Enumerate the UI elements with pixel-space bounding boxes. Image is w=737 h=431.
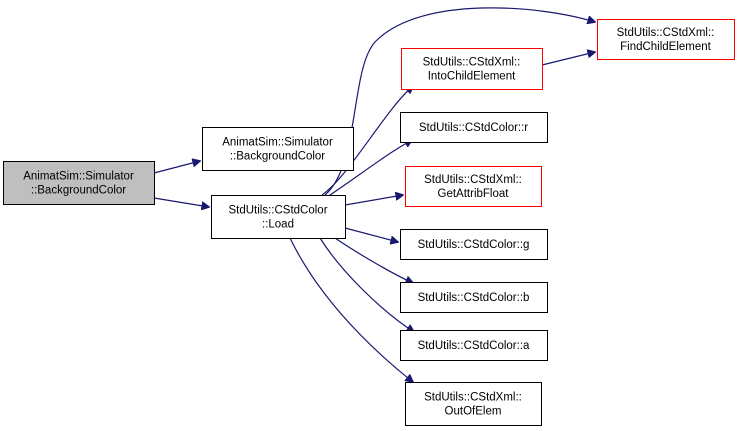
node-label-line: GetAttribFloat [438, 188, 510, 200]
node-label-line: StdUtils::CStdColor::b [418, 292, 530, 304]
node-get_attrib[interactable]: StdUtils::CStdXml::GetAttribFloat [405, 166, 542, 207]
edge-load-to-color_r [329, 140, 412, 196]
nodes-layer: AnimatSim::Simulator::BackgroundColorAni… [3, 19, 735, 426]
node-box [400, 330, 548, 361]
node-label-line: IntoChildElement [428, 71, 516, 83]
node-label-line: StdUtils::CStdColor::r [419, 122, 528, 134]
edge-load-to-into_child [321, 86, 413, 196]
node-root: AnimatSim::Simulator::BackgroundColor [3, 161, 155, 205]
edge-root-to-load [153, 197, 209, 207]
node-color_r[interactable]: StdUtils::CStdColor::r [400, 112, 548, 143]
node-label-line: AnimatSim::Simulator [222, 137, 333, 149]
node-load[interactable]: StdUtils::CStdColor::Load [211, 195, 346, 239]
node-box [597, 19, 735, 60]
node-box [400, 282, 548, 313]
edge-load-to-out_of_elem [289, 237, 413, 382]
node-find_child[interactable]: StdUtils::CStdXml::FindChildElement [597, 19, 735, 60]
edge-load-to-color_a [319, 237, 414, 332]
node-box [202, 127, 354, 171]
node-label-line: ::BackgroundColor [230, 151, 325, 163]
node-box [401, 48, 543, 90]
edge-load-to-color_g [344, 227, 398, 242]
node-box [3, 161, 155, 205]
edge-load-to-get_attrib [344, 195, 403, 206]
node-label-line: FindChildElement [620, 41, 712, 53]
node-label-line: ::BackgroundColor [31, 185, 126, 197]
node-box [405, 166, 542, 207]
node-box [400, 229, 548, 260]
node-box [211, 195, 346, 239]
node-label-line: AnimatSim::Simulator [23, 171, 134, 183]
edge-load-to-color_b [334, 237, 413, 283]
node-label-line: StdUtils::CStdXml:: [424, 174, 522, 186]
node-color_a[interactable]: StdUtils::CStdColor::a [400, 330, 548, 361]
node-label-line: StdUtils::CStdXml:: [424, 392, 522, 404]
node-label-line: StdUtils::CStdXml:: [617, 27, 715, 39]
node-sim_bg[interactable]: AnimatSim::Simulator::BackgroundColor [202, 127, 354, 171]
node-color_b[interactable]: StdUtils::CStdColor::b [400, 282, 548, 313]
node-box [400, 112, 548, 143]
node-label-line: ::Load [262, 219, 294, 231]
node-label-line: StdUtils::CStdColor::g [418, 239, 530, 251]
node-label-line: OutOfElem [445, 406, 502, 418]
node-label-line: StdUtils::CStdColor [228, 205, 327, 217]
node-out_of_elem[interactable]: StdUtils::CStdXml::OutOfElem [405, 382, 542, 426]
node-label-line: StdUtils::CStdColor::a [418, 340, 530, 352]
node-label-line: StdUtils::CStdXml:: [423, 57, 521, 69]
node-box [405, 382, 542, 426]
edge-into_child-to-find_child [541, 52, 595, 66]
node-color_g[interactable]: StdUtils::CStdColor::g [400, 229, 548, 260]
edge-root-to-sim_bg [153, 161, 200, 174]
node-into_child[interactable]: StdUtils::CStdXml::IntoChildElement [401, 48, 543, 90]
